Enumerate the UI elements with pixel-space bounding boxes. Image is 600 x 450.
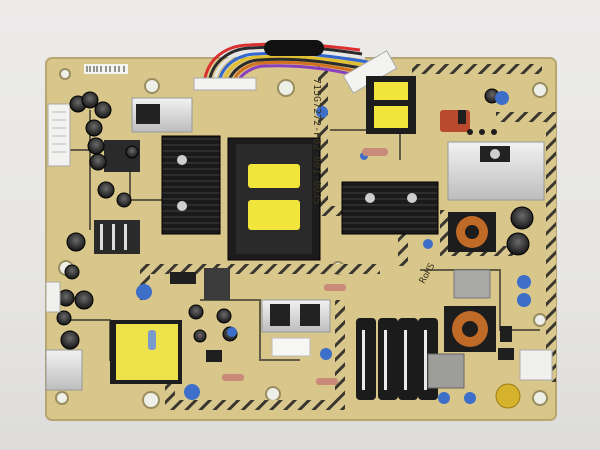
connector-left-edge [47, 103, 71, 167]
grey-module-2 [427, 353, 465, 389]
mounting-holes [55, 68, 548, 409]
label-sticker [271, 337, 311, 357]
resistors [148, 148, 388, 385]
harness-sleeve [264, 40, 324, 56]
connector-left-mid [45, 281, 61, 313]
connector-top-left [193, 77, 257, 91]
heatsink-bottom-left [45, 349, 83, 391]
yellow-capacitor [495, 383, 521, 409]
heatsink-left [161, 135, 221, 235]
barcode-sticker [84, 64, 128, 74]
grey-module-3 [204, 268, 230, 300]
standby-transformer [110, 320, 182, 384]
heatsink-center [341, 181, 439, 235]
solder-pads [467, 129, 497, 135]
cap-group-left [94, 140, 140, 254]
part-number-label: 715G7272-P02-001-0035 [311, 78, 322, 204]
wire-harness [203, 42, 377, 82]
toroid-inductor-1 [448, 212, 496, 252]
connector-right [519, 349, 553, 381]
toroid-inductor-2 [444, 306, 496, 352]
main-transformer [227, 137, 321, 261]
blue-capacitors [136, 91, 531, 404]
filter-capacitors [356, 318, 438, 400]
small-ics [170, 110, 514, 362]
grey-module-1 [453, 269, 491, 299]
aux-transformer [366, 76, 416, 134]
